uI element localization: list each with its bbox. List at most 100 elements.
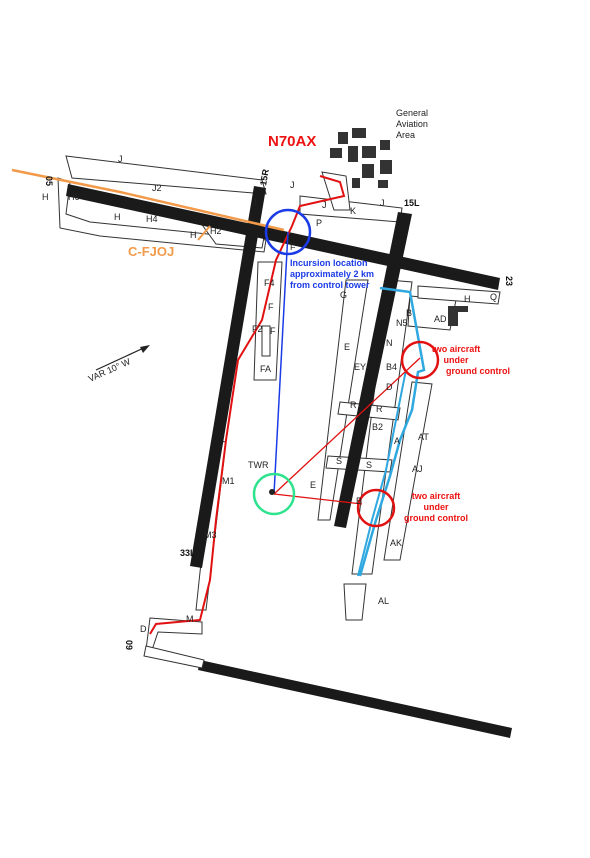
taxiway-label: E xyxy=(310,480,316,490)
taxiway-label: J xyxy=(322,200,327,210)
taxiway-label: F xyxy=(290,242,296,252)
runway-09-27 xyxy=(198,660,512,738)
taxiway-label: R xyxy=(376,404,383,414)
taxiway-label: F4 xyxy=(264,278,275,288)
taxiway-h-east xyxy=(417,285,501,305)
taxiway-label: AD xyxy=(434,314,447,324)
taxiway-label: M xyxy=(186,614,194,624)
taxiway-k-link xyxy=(321,171,351,211)
taxiway-network xyxy=(57,155,501,651)
runway-15l-33r xyxy=(334,212,412,528)
incursion-line-1: Incursion location xyxy=(290,258,368,268)
taxiway-labels: J J2 J J J J H H6 H H4 H2 H P K F F4 F F… xyxy=(42,154,497,634)
runway-09-label: 09 xyxy=(124,640,134,650)
hangar xyxy=(348,146,358,162)
taxiway-label: K xyxy=(350,206,356,216)
incursion-annotation xyxy=(252,208,440,528)
taxiway-label: B xyxy=(356,496,362,506)
hangar xyxy=(362,164,374,178)
aircraft-routes xyxy=(11,168,426,635)
route-blue-east xyxy=(358,286,426,577)
hangar xyxy=(380,140,390,150)
gc-north-line-2: under xyxy=(443,355,468,365)
taxiway-label: S xyxy=(366,460,372,470)
taxiway-b xyxy=(351,279,413,575)
tower-label: TWR xyxy=(248,460,269,470)
taxiway-label: S xyxy=(336,456,342,466)
taxiway-label: N5 xyxy=(396,318,408,328)
tower-to-gc-south-line xyxy=(273,493,363,505)
ground-control-circle-south xyxy=(356,488,396,528)
taxiway-label: Q xyxy=(490,292,497,302)
taxiway-label: AJ xyxy=(412,464,423,474)
route-blue-east-2 xyxy=(357,369,407,577)
gc-south-line-2: under xyxy=(423,502,448,512)
runway-05-label: 05 xyxy=(44,176,54,186)
incursion-circle xyxy=(264,208,312,256)
taxiway-label: H xyxy=(464,294,471,304)
taxiway-label: H4 xyxy=(146,214,158,224)
hangar xyxy=(378,180,388,188)
apron-building xyxy=(448,306,458,326)
taxiway-label: B4 xyxy=(386,362,397,372)
taxiway-label: AT xyxy=(418,432,429,442)
hangar xyxy=(352,178,360,188)
gc-south-line-1: two aircraft xyxy=(412,491,461,501)
taxiway-label: AL xyxy=(378,596,389,606)
hangar xyxy=(352,128,366,138)
hangar xyxy=(380,160,392,174)
hangar xyxy=(330,148,342,158)
taxiway-label: M1 xyxy=(222,476,235,486)
taxiway-f xyxy=(253,261,283,381)
hangar xyxy=(338,132,348,144)
gc-south-line-3: ground control xyxy=(404,513,468,523)
taxiway-label: J xyxy=(118,154,123,164)
tower-to-gc-north-line xyxy=(273,357,421,495)
callout-c-fjoj: C-FJOJ xyxy=(128,244,174,259)
taxiway-label: F xyxy=(268,302,274,312)
taxiway-label: H xyxy=(42,192,49,202)
general-aviation-buildings xyxy=(330,128,468,326)
incursion-distance-line xyxy=(273,231,289,495)
taxiway-label: M3 xyxy=(204,530,217,540)
taxiway-label: R xyxy=(350,400,357,410)
incursion-line-2: approximately 2 km xyxy=(290,269,374,279)
variation-label: VAR 10° W xyxy=(87,356,133,384)
apron-building xyxy=(458,306,468,312)
incursion-line-3: from control tower xyxy=(290,280,370,290)
taxiway-label: H6 xyxy=(68,192,80,202)
taxiway-label: H2 xyxy=(210,226,222,236)
taxiway-label: A xyxy=(394,436,400,446)
taxiway-label: AK xyxy=(390,538,402,548)
variation-arrow xyxy=(95,345,150,371)
runway-15r-33l xyxy=(190,186,266,568)
taxiway-label: D xyxy=(386,382,393,392)
taxiway-j-loop xyxy=(65,155,267,195)
taxiway-label: H xyxy=(190,230,197,240)
tower-marker xyxy=(269,489,275,495)
taxiway-label: B2 xyxy=(372,422,383,432)
runway-15r-label: 15R xyxy=(258,168,271,186)
tower-circle xyxy=(252,472,296,516)
runway-23-label: 23 xyxy=(504,276,514,286)
taxiway-label: G xyxy=(340,290,347,300)
taxiway-label: E xyxy=(344,342,350,352)
taxiway-label: F2 xyxy=(252,324,263,334)
callout-n70ax: N70AX xyxy=(268,133,316,150)
taxiway-f2-stub xyxy=(261,325,271,357)
taxiway-label: P xyxy=(316,218,322,228)
taxiway-label: H xyxy=(114,212,121,222)
route-n70ax xyxy=(149,175,346,635)
taxiway-label: EY xyxy=(354,362,366,372)
taxiway-label: B xyxy=(406,308,412,318)
taxiway-label: J xyxy=(290,180,295,190)
hangar xyxy=(362,146,376,158)
route-c-fjoj xyxy=(11,168,285,232)
taxiway-label: F xyxy=(270,326,276,336)
ga-area-line-2: Aviation xyxy=(396,119,428,129)
c-fjoj-leader xyxy=(197,225,211,241)
taxiway-label: J2 xyxy=(152,183,162,193)
runway-15l-label: 15L xyxy=(404,198,420,208)
taxiway-al-stub xyxy=(343,583,367,621)
